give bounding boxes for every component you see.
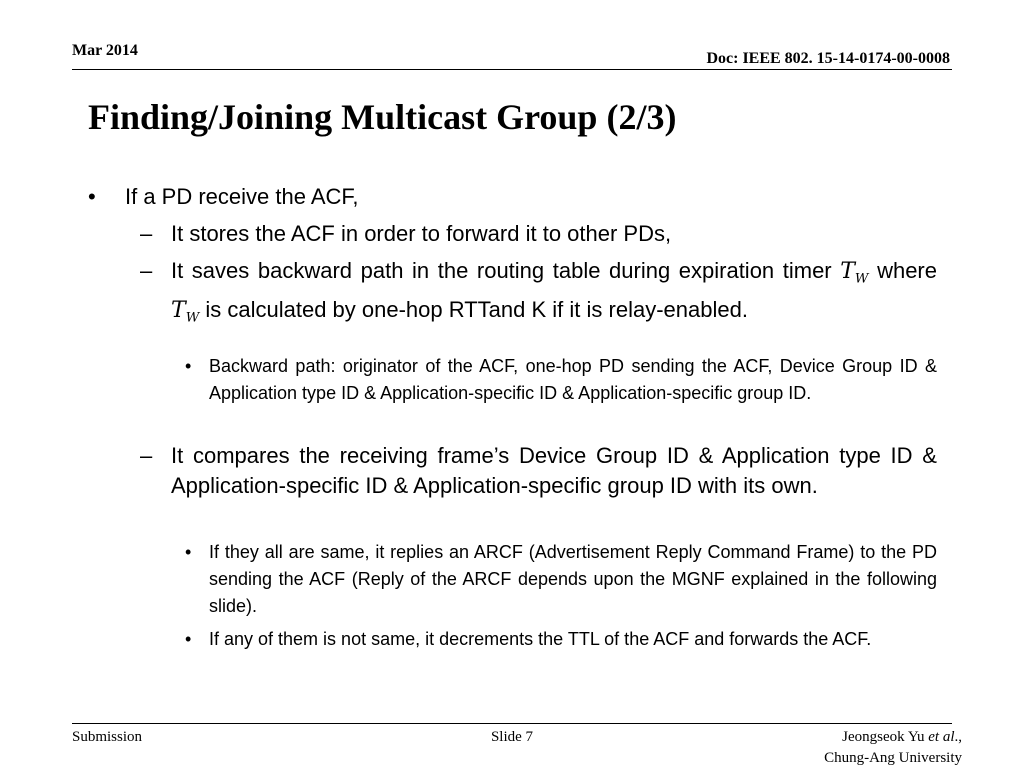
footer-slide-number: Slide 7 bbox=[490, 729, 534, 745]
bullet-marker: • bbox=[88, 184, 96, 209]
sub-bullet-point-backward-path: It saves backward path in the routing ta… bbox=[171, 256, 937, 333]
sub-sub-bullet-marker: • bbox=[185, 629, 192, 649]
sub-sub-bullet-point: If any of them is not same, it decrement… bbox=[209, 629, 872, 649]
header-doc-id: Doc: IEEE 802. 15-14-0174-00-0008 bbox=[706, 50, 950, 67]
footer-author: Jeongseok Yu et al., Chung-Ang Universit… bbox=[824, 727, 962, 769]
footer-affiliation: Chung-Ang University bbox=[824, 750, 962, 766]
footer-submission: Submission bbox=[72, 729, 143, 745]
header-divider bbox=[72, 69, 952, 70]
math-t-w: TW bbox=[840, 259, 869, 287]
sub-bullet-marker: – bbox=[140, 258, 153, 283]
sub-sub-bullet-marker: • bbox=[185, 542, 192, 562]
sub-sub-bullet-marker: • bbox=[185, 356, 192, 376]
bullet-point: If a PD receive the ACF, bbox=[125, 184, 359, 209]
math-t-w: TW bbox=[171, 297, 200, 326]
header-date: Mar 2014 bbox=[72, 42, 138, 59]
sub-bullet-point: It stores the ACF in order to forward it… bbox=[171, 221, 672, 246]
sub-bullet-text: where bbox=[877, 258, 937, 283]
sub-bullet-text: is calculated by one-hop RTTand K if it … bbox=[205, 296, 748, 322]
sub-bullet-point: It compares the receiving frame’s Device… bbox=[171, 443, 937, 498]
sub-sub-bullet-point: If they all are same, it replies an ARCF… bbox=[209, 542, 937, 616]
footer-divider bbox=[72, 723, 952, 724]
slide-title: Finding/Joining Multicast Group (2/3) bbox=[88, 97, 677, 137]
sub-bullet-marker: – bbox=[140, 221, 153, 246]
sub-bullet-text: It saves backward path in the routing ta… bbox=[171, 258, 832, 283]
sub-bullet-marker: – bbox=[140, 443, 153, 468]
sub-sub-bullet-point: Backward path: originator of the ACF, on… bbox=[209, 356, 937, 403]
